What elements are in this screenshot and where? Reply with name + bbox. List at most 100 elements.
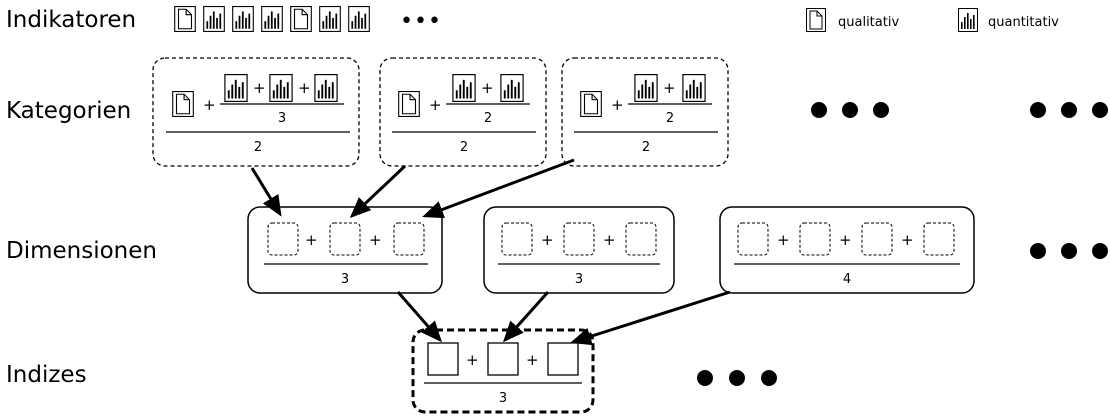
- indicator-strip: •••: [174, 6, 442, 34]
- arrow: [349, 164, 407, 219]
- ellipsis-dot: [811, 102, 827, 118]
- ellipsis-dot: [1030, 102, 1046, 118]
- plus-sign: +: [603, 231, 616, 249]
- denominator: 3: [499, 391, 507, 406]
- ellipsis-dot: [1061, 102, 1077, 118]
- qualitative-icon: [174, 6, 196, 32]
- more-indizes-dots: [697, 370, 777, 386]
- slot-placeholder: [393, 222, 425, 256]
- legend-quantitative-icon: [958, 8, 978, 32]
- ellipsis-dot: [729, 370, 745, 386]
- ellipsis-dot: [697, 370, 713, 386]
- arrow: [422, 158, 575, 219]
- flow-arrows: [250, 158, 731, 346]
- slot-placeholder: [267, 222, 299, 256]
- plus-sign: +: [541, 231, 554, 249]
- quantitative-icon: [232, 6, 254, 32]
- row-label-dimensionen: Dimensionen: [6, 238, 157, 264]
- arrow: [396, 291, 442, 343]
- inner-denominator: 2: [666, 111, 674, 126]
- plus-sign: +: [203, 96, 216, 114]
- plus-sign: +: [611, 96, 624, 114]
- qualitative-icon: [172, 91, 194, 117]
- kategorie-box: + + 2 2: [561, 57, 729, 167]
- kategorie-box: + + 2 2: [379, 57, 547, 167]
- quantitative-icon: [261, 6, 283, 32]
- arrow: [250, 167, 282, 217]
- quantitative-icon: [452, 74, 476, 102]
- slot-placeholder: [861, 222, 893, 256]
- slot-placeholder: [563, 222, 595, 256]
- legend-qualitative-label: qualitativ: [838, 15, 899, 30]
- slot-placeholder: [625, 222, 657, 256]
- legend-qualitative-icon: [806, 8, 826, 32]
- denominator: 3: [575, 272, 583, 287]
- slot-placeholder: [799, 222, 831, 256]
- plus-sign: +: [429, 96, 442, 114]
- indicator-ellipsis: •••: [400, 9, 442, 34]
- quantitative-icon: [348, 6, 370, 32]
- ellipsis-dot: [842, 102, 858, 118]
- dimension-box: + + + 4: [719, 206, 975, 294]
- index-box: + + 3: [411, 328, 595, 414]
- more-kategorien-dots: [1030, 102, 1108, 118]
- arrow: [570, 290, 731, 346]
- outer-denominator: 2: [460, 140, 468, 155]
- plus-sign: +: [481, 79, 494, 97]
- ellipsis-dot: [1061, 243, 1077, 259]
- ellipsis-dot: [761, 370, 777, 386]
- legend-quantitative-label: quantitativ: [988, 15, 1059, 30]
- slot-placeholder: [329, 222, 361, 256]
- quantitative-icon: [269, 74, 293, 102]
- row-label-indizes: Indizes: [6, 362, 87, 388]
- ellipsis-dot: [1092, 102, 1108, 118]
- qualitative-icon: [580, 91, 602, 117]
- more-kategorien-dots: [811, 102, 889, 118]
- quantitative-icon: [203, 6, 225, 32]
- dimension-box: + + 3: [247, 206, 443, 294]
- quantitative-icon: [500, 74, 524, 102]
- ellipsis-dot: [1030, 243, 1046, 259]
- slot-placeholder: [737, 222, 769, 256]
- kategorie-box-frame: [152, 57, 360, 167]
- slot-placeholder: [923, 222, 955, 256]
- more-dimensionen-dots: [1030, 243, 1108, 259]
- quantitative-icon: [634, 74, 658, 102]
- quantitative-icon: [682, 74, 706, 102]
- kategorie-box: + + + 3 2: [152, 57, 360, 167]
- plus-sign: +: [777, 231, 790, 249]
- plus-sign: +: [298, 79, 311, 97]
- slot-filled: [427, 342, 459, 376]
- quantitative-icon: [224, 74, 248, 102]
- plus-sign: +: [663, 79, 676, 97]
- quantitative-icon: [314, 74, 338, 102]
- plus-sign: +: [369, 231, 382, 249]
- outer-denominator: 2: [642, 140, 650, 155]
- ellipsis-dot: [1092, 243, 1108, 259]
- plus-sign: +: [839, 231, 852, 249]
- inner-denominator: 2: [484, 111, 492, 126]
- plus-sign: +: [466, 351, 479, 369]
- arrow: [502, 290, 550, 343]
- slot-filled: [487, 342, 519, 376]
- dimension-box-frame: [719, 206, 975, 294]
- quantitative-icon: [319, 6, 341, 32]
- legend: qualitativ quantitativ: [806, 8, 1059, 32]
- qualitative-icon: [290, 6, 312, 32]
- row-label-kategorien: Kategorien: [6, 98, 131, 124]
- dimension-box: + + 3: [483, 206, 675, 294]
- slot-placeholder: [501, 222, 533, 256]
- ellipsis-dot: [873, 102, 889, 118]
- plus-sign: +: [901, 231, 914, 249]
- denominator: 3: [341, 272, 349, 287]
- plus-sign: +: [305, 231, 318, 249]
- slot-filled: [547, 342, 579, 376]
- plus-sign: +: [253, 79, 266, 97]
- row-label-indikatoren: Indikatoren: [6, 7, 136, 33]
- outer-denominator: 2: [254, 140, 262, 155]
- denominator: 4: [843, 272, 851, 287]
- qualitative-icon: [398, 91, 420, 117]
- inner-denominator: 3: [278, 111, 286, 126]
